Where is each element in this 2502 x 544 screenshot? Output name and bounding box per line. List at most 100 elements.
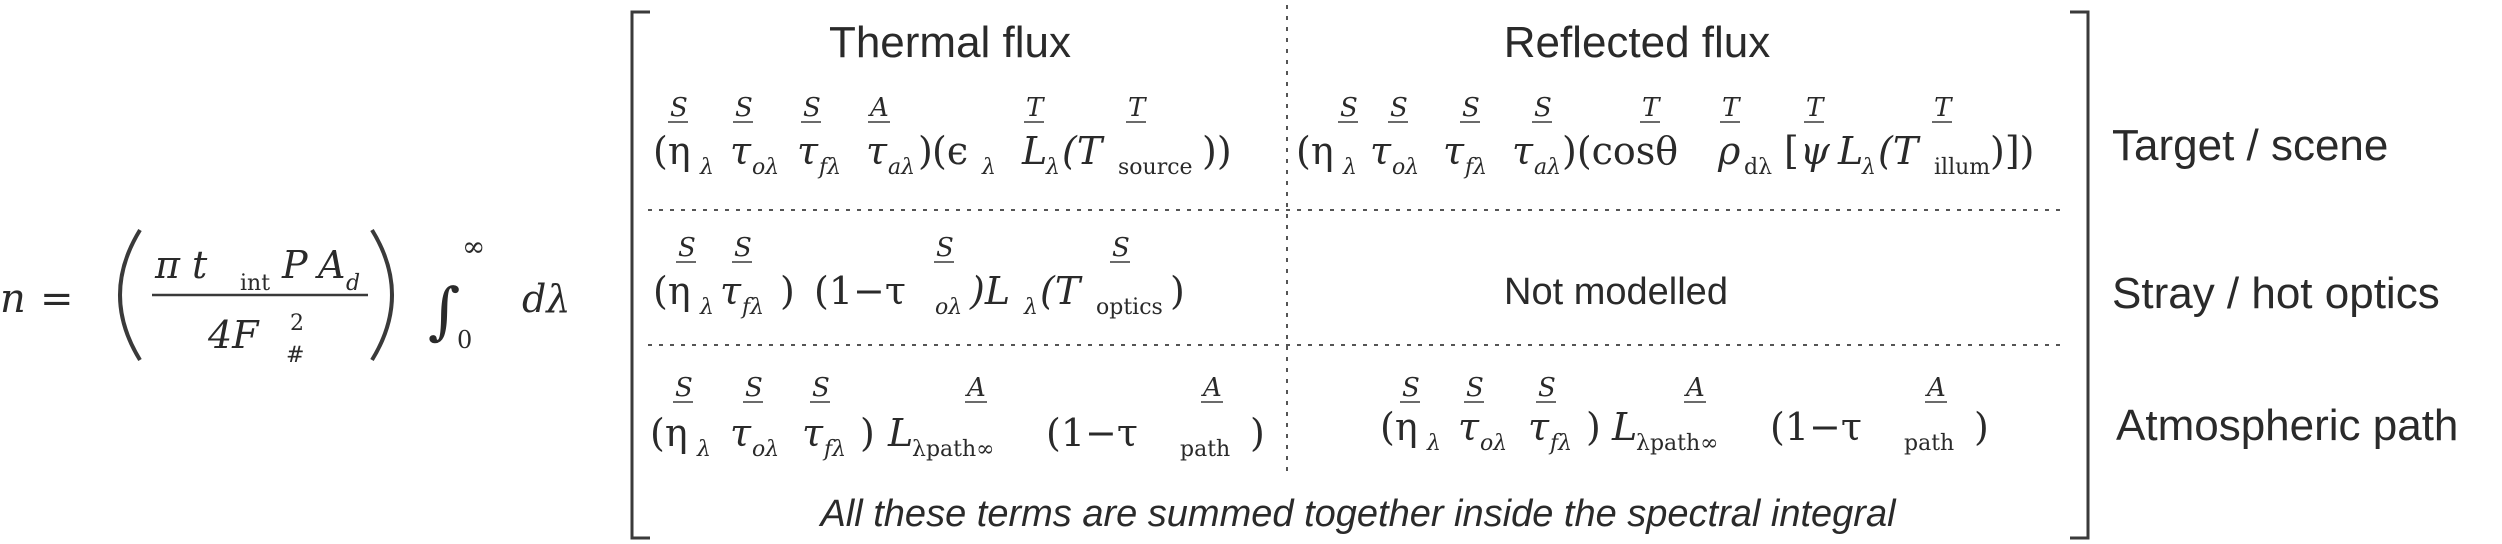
paren: ): [1170, 269, 1185, 313]
tag-s: S: [670, 93, 688, 123]
subscript: λ: [1045, 155, 1060, 180]
numerator-a-subscript: d: [346, 271, 360, 296]
tag-s: S: [1466, 373, 1484, 403]
integral-lower-limit: 0: [457, 326, 472, 354]
paren: )): [1202, 129, 1232, 173]
term-eta: (η: [1296, 129, 1334, 173]
cell-thermal-atmos-tags: S S S A A: [673, 373, 1223, 403]
bracket: [: [1784, 129, 1799, 173]
column-header-reflected: Reflected flux: [1504, 18, 1771, 67]
subscript: oλ: [935, 295, 962, 320]
term-tau: τ: [720, 269, 742, 313]
integral-d-lambda: dλ: [522, 277, 570, 321]
tag-s: S: [1112, 233, 1130, 263]
subscript: fλ: [1548, 431, 1572, 456]
tag-t: T: [1806, 93, 1825, 123]
paren: )]): [1990, 129, 2034, 173]
tag-s: S: [678, 233, 696, 263]
term-one-minus-tau: (1−τ: [1046, 411, 1138, 455]
term-path-radiance: L: [1611, 405, 1637, 449]
cell-thermal-target-tags: S S S A T T: [668, 93, 1147, 123]
term-tau: τ: [730, 411, 752, 455]
subscript: λ: [1861, 155, 1876, 180]
subscript: aλ: [888, 155, 915, 180]
subscript: dλ: [1744, 155, 1772, 180]
tag-t: T: [1934, 93, 1953, 123]
equals-sign: =: [40, 276, 74, 322]
numerator-a: A: [315, 243, 345, 287]
term-temperature: (T: [1062, 129, 1105, 173]
subscript: λ: [981, 155, 996, 180]
left-bracket: [630, 10, 650, 540]
cell-reflected-target-tags: S S S S T T T T: [1338, 93, 1953, 123]
subscript: λ: [696, 437, 711, 462]
term-tau: τ: [1512, 129, 1534, 173]
term-eta: (η: [653, 269, 691, 313]
tag-a: A: [868, 93, 889, 123]
row-label-target: Target / scene: [2112, 121, 2388, 170]
term-epsilon: (ϵ: [932, 129, 968, 173]
term-tau: τ: [866, 129, 888, 173]
tag-t: T: [1026, 93, 1045, 123]
term-eta: (η: [650, 411, 688, 455]
tag-t: T: [1642, 93, 1661, 123]
numerator-t-subscript: int: [240, 271, 270, 296]
term-path-radiance: L: [887, 411, 913, 455]
not-modelled-label: Not modelled: [1504, 271, 1728, 313]
term-eta: (η: [653, 129, 691, 173]
tag-s: S: [675, 373, 693, 403]
paren: ): [1586, 405, 1601, 449]
tag-s: S: [812, 373, 830, 403]
subscript: oλ: [752, 155, 779, 180]
term-cos: )(cosθ: [1562, 129, 1678, 173]
numerator-pi-t: π t: [154, 243, 208, 287]
tag-s: S: [745, 373, 763, 403]
term-rho: ρ: [1717, 129, 1741, 173]
tag-s: S: [1340, 93, 1358, 123]
subscript: fλ: [1463, 155, 1487, 180]
right-bracket: [2070, 10, 2090, 540]
subscript: path: [1904, 431, 1954, 456]
term-radiance: )L: [969, 269, 1010, 313]
subscript: λ: [699, 155, 714, 180]
subscript: optics: [1096, 295, 1163, 320]
equation-prefix: n = π t int P A d 4F 2 # ∫ ∞ 0 dλ: [0, 228, 570, 368]
denominator-superscript: 2: [290, 311, 304, 336]
footer-note: All these terms are summed together insi…: [818, 493, 1897, 535]
denominator-subscript: #: [286, 343, 304, 368]
denominator: 4F: [207, 313, 260, 357]
tag-s: S: [1538, 373, 1556, 403]
tag-s: S: [803, 93, 821, 123]
subscript: λ: [1023, 295, 1038, 320]
tag-s: S: [734, 233, 752, 263]
term-eta: (η: [1380, 405, 1418, 449]
subscript: source: [1118, 155, 1193, 180]
column-header-thermal: Thermal flux: [829, 18, 1071, 67]
cell-thermal-stray-tags: S S S S: [676, 233, 1130, 263]
term-one-minus-tau: (1−τ: [1770, 405, 1862, 449]
subscript: path: [1180, 437, 1230, 462]
subscript: oλ: [1392, 155, 1419, 180]
term-psi: ψ: [1800, 129, 1831, 173]
tag-t: T: [1128, 93, 1147, 123]
subscript: λ: [699, 295, 714, 320]
tag-s: S: [735, 93, 753, 123]
cell-reflected-target: (η λ τ oλ τ fλ τ aλ )(cosθ ρ dλ [ ψ L λ …: [1296, 129, 2034, 180]
subscript: λpath∞: [912, 437, 994, 462]
left-paren: [118, 228, 142, 362]
term-tau: τ: [1458, 405, 1480, 449]
integral-upper-limit: ∞: [462, 230, 485, 263]
tag-a: A: [1925, 373, 1946, 403]
cell-thermal-target: (η λ τ oλ τ fλ τ aλ ) (ϵ λ L λ (T source…: [653, 129, 1232, 180]
lhs-symbol: n: [0, 276, 26, 322]
numerator-p: P: [281, 243, 309, 287]
paren: ): [1250, 411, 1265, 455]
subscript: λpath∞: [1636, 431, 1718, 456]
tag-s: S: [936, 233, 954, 263]
tag-s: S: [1390, 93, 1408, 123]
term-temperature: (T: [1878, 129, 1921, 173]
subscript: fλ: [740, 295, 764, 320]
tag-a: A: [1201, 373, 1222, 403]
cell-reflected-atmos-tags: S S S A A: [1400, 373, 1947, 403]
